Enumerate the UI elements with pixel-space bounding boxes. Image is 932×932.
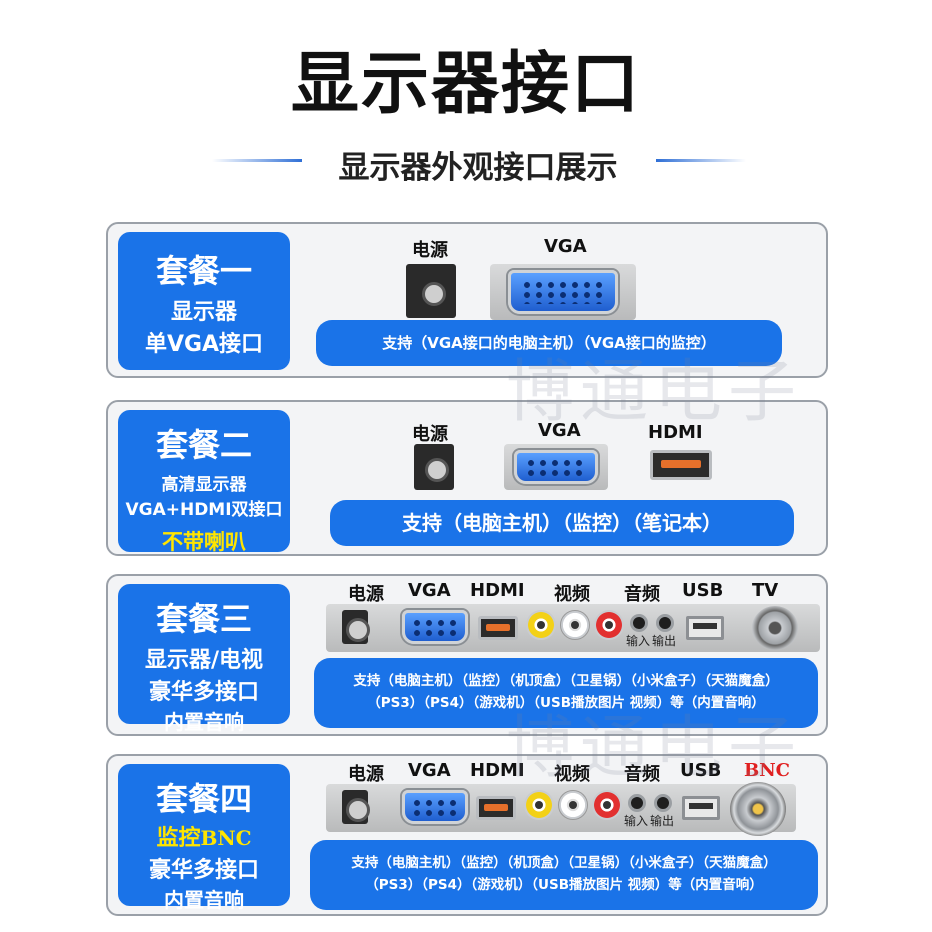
package-line: VGA+HDMI双接口 [125, 500, 283, 520]
vga-port-icon [514, 450, 598, 484]
package-badge-1: 套餐一 显示器 单VGA接口 [118, 232, 290, 370]
package-name: 套餐四 [155, 780, 252, 818]
audio-jack-icon [654, 794, 672, 812]
port-label-vga: VGA [544, 236, 587, 257]
bnc-port-icon [730, 782, 786, 836]
support-line: 支持（电脑主机）（监控）（机顶盒）（卫星锅）（小米盒子）（天猫魔盒） [351, 855, 777, 871]
page-title: 显示器接口 [290, 45, 641, 124]
tv-coax-icon [752, 606, 798, 650]
port-label-usb: USB [682, 580, 724, 601]
hdmi-port-icon [650, 450, 712, 480]
port-label-power: 电源 [412, 424, 448, 445]
support-line: （PS3）（PS4）（游戏机）（USB播放图片 视频）等（内置音响） [365, 877, 763, 893]
package-name: 套餐一 [155, 252, 252, 290]
usb-port-icon [686, 616, 724, 640]
package-name: 套餐三 [155, 600, 252, 638]
package-feature-prefix: 监控 [156, 826, 201, 851]
power-jack-icon [342, 790, 370, 824]
port-label-hdmi: HDMI [648, 422, 703, 443]
package-line: 豪华多接口 [148, 680, 259, 705]
rca-audio-icon [558, 790, 588, 820]
audio-jack-icon [656, 614, 674, 632]
watermark: 博通电子 [506, 353, 803, 432]
support-line: （PS3）（PS4）（游戏机）（USB播放图片 视频）等（内置音响） [367, 695, 765, 711]
page-subtitle: 显示器外观接口展示 [338, 150, 618, 186]
support-text: 支持（电脑主机）（监控）（笔记本） [330, 500, 794, 546]
vga-panel [490, 264, 636, 320]
port-label-hdmi: HDMI [470, 580, 525, 601]
rca-video-icon [524, 790, 554, 820]
package-card-4: 套餐四 监控BNC 豪华多接口 内置音响 电源 VGA HDMI 视频 音频 U… [106, 754, 828, 916]
support-text: 支持（VGA接口的电脑主机）（VGA接口的监控） [316, 320, 782, 366]
package-feature-bnc: BNC [200, 826, 252, 850]
package-badge-2: 套餐二 高清显示器 VGA+HDMI双接口 不带喇叭 [118, 410, 290, 554]
port-label-tv: TV [752, 580, 779, 601]
port-label-power: 电源 [348, 584, 384, 605]
package-name: 套餐二 [155, 426, 252, 464]
package-line: 高清显示器 [161, 475, 247, 495]
audio-jack-icon [628, 794, 646, 812]
hdmi-port-icon [476, 796, 516, 820]
rca-video-icon [526, 610, 556, 640]
watermark: 博通电子 [506, 709, 803, 788]
port-panel: 输入 输出 [326, 604, 820, 652]
vga-panel [504, 444, 608, 490]
port-label-audio: 音频 [624, 764, 660, 785]
power-jack-icon [414, 444, 454, 490]
vga-port-icon [402, 610, 468, 644]
audio-jack-icon [630, 614, 648, 632]
package-line: 内置音响 [164, 710, 244, 734]
io-label-output: 输出 [650, 814, 675, 828]
port-label-video: 视频 [554, 764, 590, 785]
io-label-output: 输出 [652, 634, 677, 648]
power-jack-icon [342, 610, 370, 644]
io-label-input: 输入 [626, 634, 651, 648]
port-label-vga: VGA [408, 580, 451, 601]
subtitle-divider-left [212, 159, 302, 162]
usb-port-icon [682, 796, 720, 820]
package-card-2: 套餐二 高清显示器 VGA+HDMI双接口 不带喇叭 电源 VGA HDMI 支… [106, 400, 828, 556]
power-jack-icon [406, 264, 456, 318]
support-line: 支持（电脑主机）（监控）（机顶盒）（卫星锅）（小米盒子）（天猫魔盒） [353, 673, 779, 689]
vga-port-icon [508, 270, 618, 314]
port-label-hdmi: HDMI [470, 760, 525, 781]
support-text: 支持（电脑主机）（监控）（机顶盒）（卫星锅）（小米盒子）（天猫魔盒） （PS3）… [310, 840, 818, 910]
package-badge-4: 套餐四 监控BNC 豪华多接口 内置音响 [118, 764, 290, 912]
rca-audio-icon [560, 610, 590, 640]
subtitle-divider-right [656, 159, 746, 162]
package-card-3: 套餐三 显示器/电视 豪华多接口 内置音响 电源 VGA HDMI 视频 音频 … [106, 574, 828, 736]
io-label-input: 输入 [624, 814, 649, 828]
support-text: 支持（电脑主机）（监控）（机顶盒）（卫星锅）（小米盒子）（天猫魔盒） （PS3）… [314, 658, 818, 728]
rca-audio-icon [594, 610, 624, 640]
port-label-power: 电源 [348, 764, 384, 785]
port-label-video: 视频 [554, 584, 590, 605]
package-card-1: 套餐一 显示器 单VGA接口 电源 VGA 支持（VGA接口的电脑主机）（VGA… [106, 222, 828, 378]
port-panel: 输入 输出 [326, 784, 796, 832]
package-line: 豪华多接口 [148, 858, 259, 883]
port-label-power: 电源 [412, 240, 448, 261]
port-label-bnc: BNC [744, 760, 790, 781]
package-line: 单VGA接口 [144, 332, 264, 357]
vga-port-icon [402, 790, 468, 824]
subtitle-row: 显示器外观接口展示 [0, 138, 932, 186]
package-highlight: 不带喇叭 [162, 530, 246, 554]
port-label-usb: USB [680, 760, 722, 781]
package-badge-3: 套餐三 显示器/电视 豪华多接口 内置音响 [118, 584, 290, 734]
package-line: 显示器/电视 [144, 648, 264, 673]
package-feature: 监控BNC [118, 820, 290, 852]
port-label-audio: 音频 [624, 584, 660, 605]
port-label-vga: VGA [538, 420, 581, 441]
hdmi-port-icon [478, 616, 518, 640]
port-label-vga: VGA [408, 760, 451, 781]
package-line: 显示器 [170, 300, 237, 325]
package-line: 内置音响 [164, 888, 244, 912]
rca-audio-icon [592, 790, 622, 820]
